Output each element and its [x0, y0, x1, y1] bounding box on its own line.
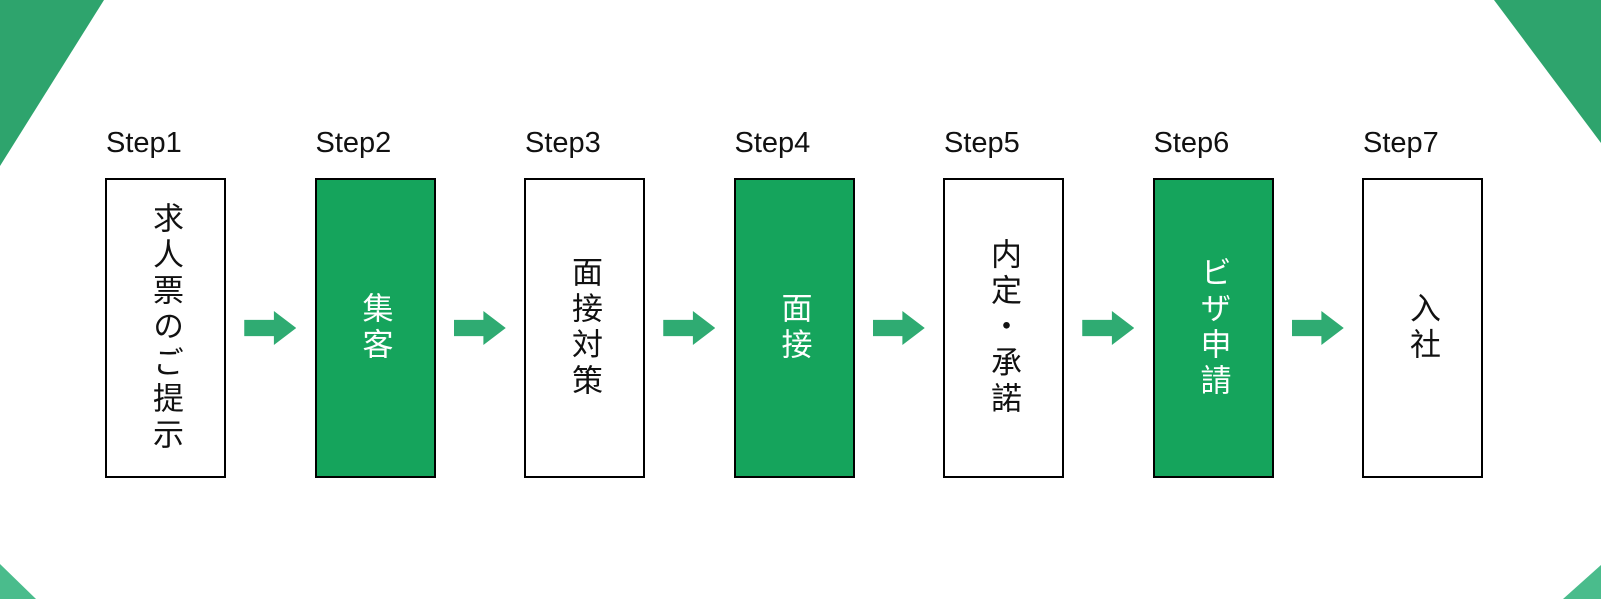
- arrow-gap: [1064, 125, 1153, 478]
- step-box: 面接: [733, 178, 855, 478]
- step-box-text: 求人票のご提示: [148, 202, 183, 454]
- right-arrow-icon: [453, 311, 506, 345]
- step-box: ビザ申請: [1152, 178, 1274, 478]
- step-column-2: Step2 集客: [314, 125, 436, 478]
- process-flow: Step1 求人票のご提示 Step2 集客 Step3 面接対策 Step4 …: [105, 125, 1483, 478]
- step-box-text: 集客: [357, 292, 393, 364]
- step-box: 求人票のご提示: [105, 178, 226, 478]
- step-label: Step1: [106, 127, 182, 159]
- step-column-4: Step4 面接: [733, 125, 855, 478]
- step-column-6: Step6 ビザ申請: [1152, 125, 1274, 478]
- step-box-text: 面接: [776, 292, 812, 364]
- step-label: Step3: [525, 127, 601, 159]
- step-box: 内定・承諾: [943, 178, 1064, 478]
- corner-triangle-top-left: [0, 0, 104, 166]
- arrow-gap: [226, 125, 315, 478]
- right-arrow-icon: [663, 311, 716, 345]
- corner-triangle-bottom-right: [1563, 565, 1601, 599]
- step-box: 面接対策: [524, 178, 645, 478]
- step-label: Step4: [734, 127, 811, 159]
- step-box: 入社: [1362, 178, 1483, 478]
- step-box-text: 面接対策: [567, 256, 602, 400]
- step-column-7: Step7 入社: [1362, 125, 1483, 478]
- step-label: Step6: [1153, 127, 1230, 159]
- corner-triangle-top-right: [1494, 0, 1601, 143]
- step-label: Step7: [1363, 127, 1439, 159]
- arrow-gap: [855, 125, 944, 478]
- arrow-gap: [436, 125, 525, 478]
- arrow-gap: [645, 125, 734, 478]
- step-box-text: ビザ申請: [1195, 256, 1231, 400]
- step-label: Step5: [944, 127, 1020, 159]
- right-arrow-icon: [244, 311, 297, 345]
- step-column-5: Step5 内定・承諾: [943, 125, 1064, 478]
- step-column-1: Step1 求人票のご提示: [105, 125, 226, 478]
- arrow-gap: [1274, 125, 1363, 478]
- step-label: Step2: [315, 127, 392, 159]
- corner-triangle-bottom-left: [0, 564, 36, 599]
- right-arrow-icon: [1291, 311, 1344, 345]
- step-box-text: 入社: [1405, 292, 1440, 364]
- step-box-text: 内定・承諾: [986, 238, 1021, 418]
- step-box: 集客: [314, 178, 436, 478]
- right-arrow-icon: [1082, 311, 1135, 345]
- right-arrow-icon: [872, 311, 925, 345]
- step-column-3: Step3 面接対策: [524, 125, 645, 478]
